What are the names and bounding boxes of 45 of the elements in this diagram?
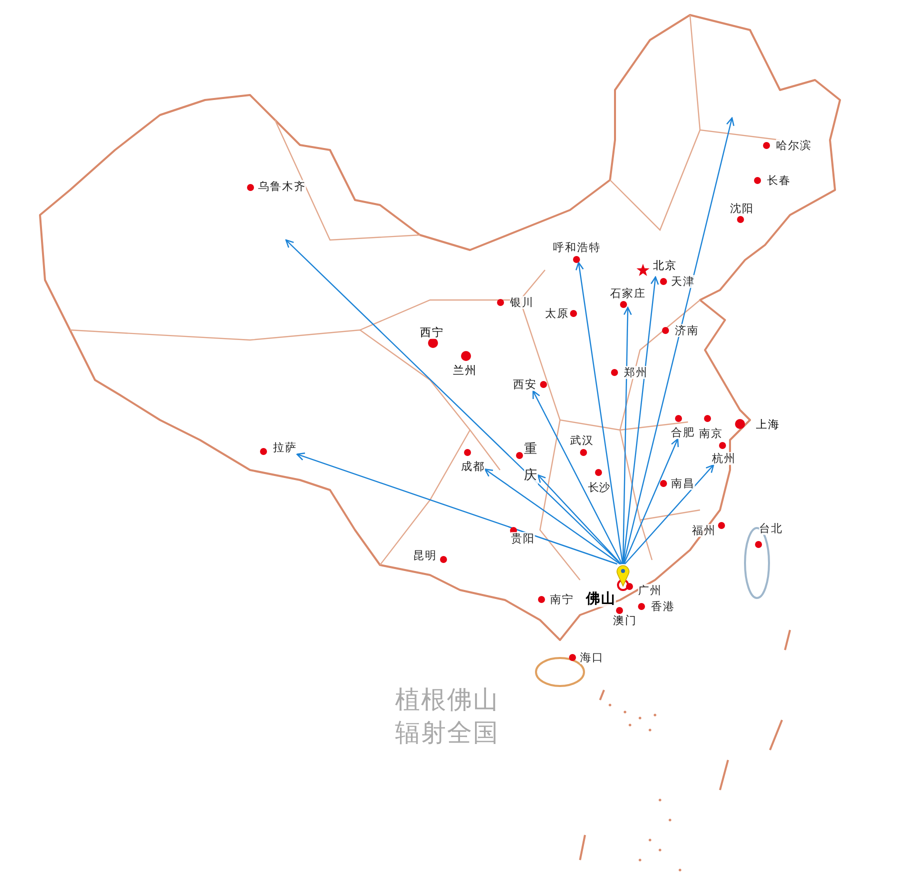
arrow xyxy=(624,464,714,564)
city-label: 石家庄 xyxy=(610,287,646,300)
city-label: 海口 xyxy=(580,651,604,664)
arrow xyxy=(623,438,679,564)
city-label: 天津 xyxy=(671,275,695,288)
city-label: 广州 xyxy=(638,584,662,597)
city-label: 福州 xyxy=(692,524,716,537)
city-label: 合肥 xyxy=(671,426,695,439)
city-label: 长春 xyxy=(767,174,791,187)
city-label: 佛山 xyxy=(586,591,616,607)
city-label: 沈阳 xyxy=(730,202,754,215)
city-label: 南京 xyxy=(699,427,723,440)
city-label: 拉萨 xyxy=(273,441,297,454)
slogan-text: 植根佛山辐射全国 xyxy=(395,684,500,749)
city-label: 乌鲁木齐 xyxy=(258,180,306,193)
city-label: 银川 xyxy=(510,296,534,309)
arrow xyxy=(622,306,632,564)
city-label: 呼和浩特 xyxy=(553,241,601,254)
city-label: 南昌 xyxy=(671,477,695,490)
city-label: 成都 xyxy=(461,460,485,473)
city-label: 昆明 xyxy=(413,549,437,562)
city-label: 南宁 xyxy=(550,593,574,606)
arrow xyxy=(622,117,734,564)
city-label: 上海 xyxy=(756,418,780,431)
city-label: 西宁 xyxy=(420,326,444,339)
arrow xyxy=(532,390,623,564)
city-label: 济南 xyxy=(675,324,699,337)
arrow xyxy=(622,276,659,564)
city-label: 澳门 xyxy=(613,614,637,627)
city-label: 台北 xyxy=(759,522,783,535)
city-label: 兰州 xyxy=(453,364,477,377)
city-label: 西安 xyxy=(513,378,537,391)
arrow xyxy=(575,262,624,564)
city-label: 香港 xyxy=(651,600,675,613)
city-label: 贵阳 xyxy=(511,532,535,545)
arrow xyxy=(484,468,620,564)
arrow xyxy=(537,474,622,564)
arrow xyxy=(296,452,618,565)
city-label: 哈尔滨 xyxy=(776,139,812,152)
city-label: 杭州 xyxy=(712,452,736,465)
city-label: 长沙 xyxy=(588,481,610,494)
city-label: 郑州 xyxy=(624,366,648,379)
city-label: 北京 xyxy=(653,259,677,272)
city-label: 太原 xyxy=(545,307,569,320)
city-label: 武汉 xyxy=(570,434,594,447)
